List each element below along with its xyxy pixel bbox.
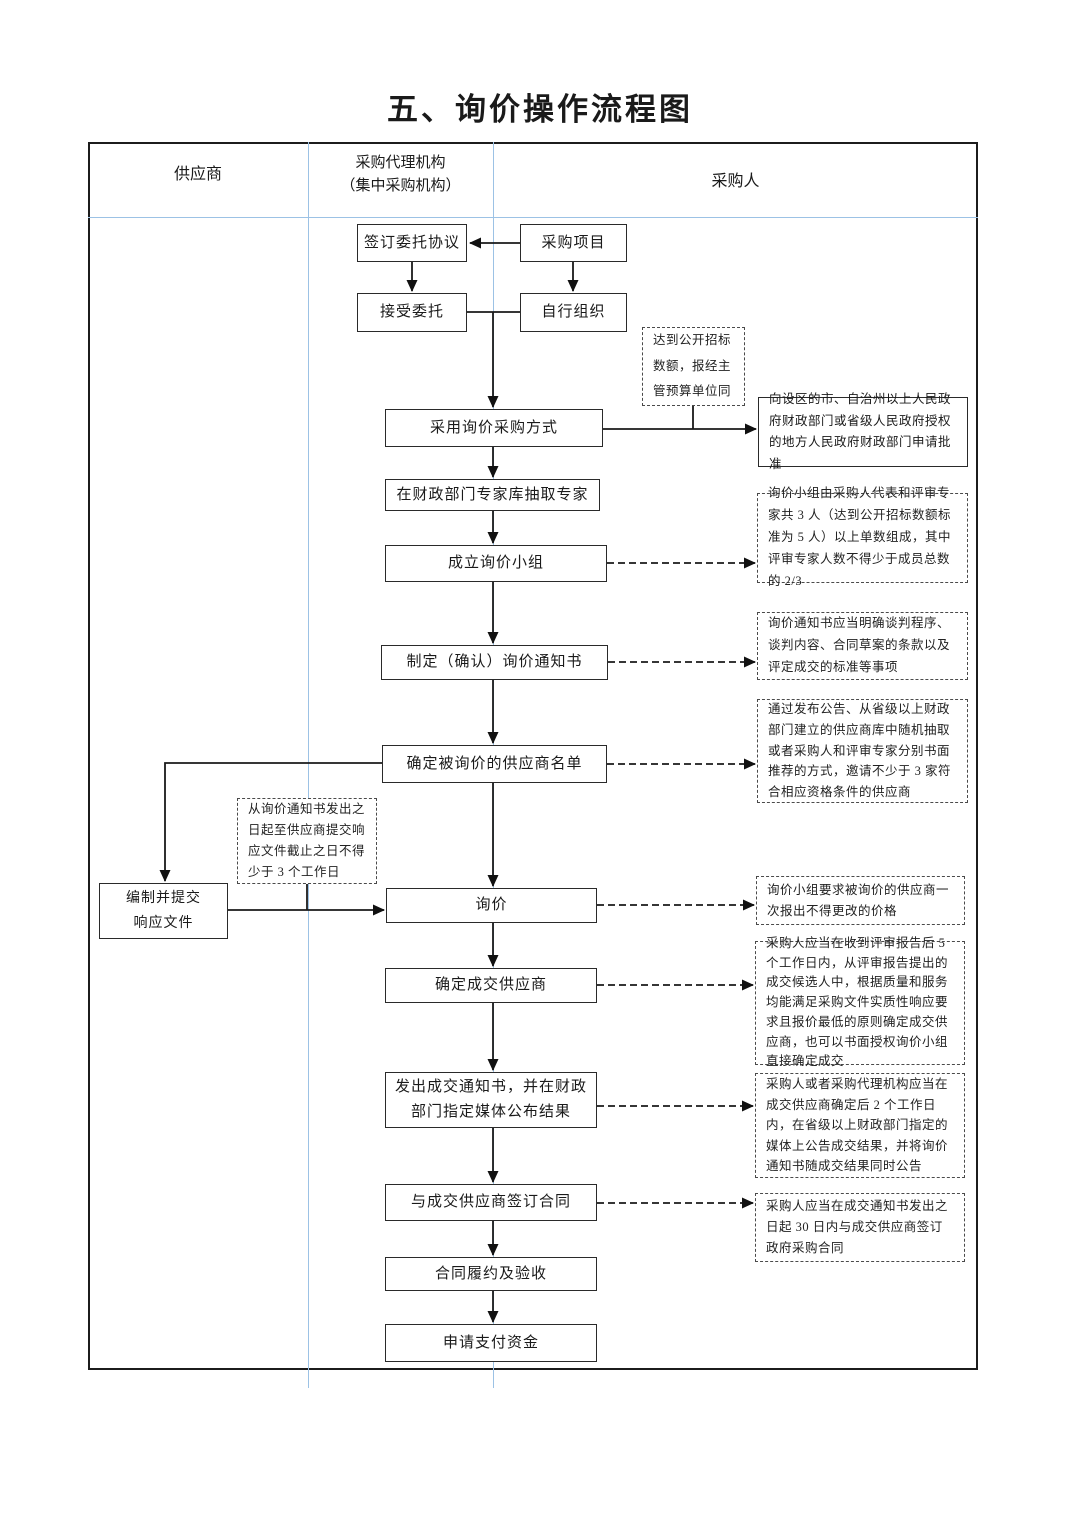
- annotation-group-composition: 询价小组由采购人代表和评审专家共 3 人（达到公开招标数额标准为 5 人）以上单…: [757, 486, 968, 588]
- lane-label-agency: 采购代理机构 （集中采购机构）: [308, 152, 493, 199]
- flow-step-sign-agreement: 签订委托协议: [357, 224, 467, 262]
- flow-step-procurement-project: 采购项目: [520, 224, 627, 262]
- annotation-announce-result: 采购人或者采购代理机构应当在成交供应商确定后 2 个工作日内，在省级以上财政部门…: [755, 1073, 965, 1178]
- lane-header-divider: [88, 217, 978, 218]
- flow-step-determine-supplier-list: 确定被询价的供应商名单: [382, 745, 607, 783]
- flow-step-accept-entrustment: 接受委托: [357, 293, 467, 332]
- flow-step-determine-winner: 确定成交供应商: [385, 968, 597, 1003]
- flow-step-make-inquiry-notice: 制定（确认）询价通知书: [381, 645, 608, 680]
- lane-label-agency-line1: 采购代理机构: [355, 155, 446, 171]
- flow-step-adopt-inquiry-method: 采用询价采购方式: [385, 409, 603, 447]
- flow-step-sign-contract: 与成交供应商签订合同: [385, 1184, 597, 1221]
- annotation-winner-determination: 采购人应当在收到评审报告后 5 个工作日内，从评审报告提出的成交候选人中，根据质…: [755, 936, 965, 1068]
- flow-step-prepare-response: 编制并提交 响应文件: [99, 883, 228, 939]
- flow-step-self-organize: 自行组织: [520, 293, 627, 332]
- lane-label-agency-line2: （集中采购机构）: [340, 178, 461, 195]
- flow-step-issue-award-notice: 发出成交通知书，并在财政部门指定媒体公布结果: [385, 1072, 597, 1128]
- annotation-contract-deadline: 采购人应当在成交通知书发出之日起 30 日内与成交供应商签订政府采购合同: [755, 1193, 965, 1262]
- prepare-response-line1: 编制并提交: [126, 890, 201, 906]
- annotation-one-quote: 询价小组要求被询价的供应商一次报出不得更改的价格: [756, 876, 965, 925]
- prepare-response-line2: 响应文件: [133, 916, 194, 931]
- flow-step-extract-experts: 在财政部门专家库抽取专家: [385, 479, 600, 511]
- annotation-response-deadline: 从询价通知书发出之日起至供应商提交响应文件截止之日不得少于 3 个工作日: [237, 798, 377, 884]
- annotation-open-tender-threshold: 达到公开招标数额，报经主管预算单位同: [642, 327, 745, 406]
- lane-label-purchaser: 采购人: [711, 173, 760, 190]
- flow-step-form-inquiry-group: 成立询价小组: [385, 545, 607, 582]
- annotation-supplier-selection: 通过发布公告、从省级以上财政部门建立的供应商库中随机抽取或者采购人和评审专家分别…: [757, 699, 968, 803]
- flow-step-apply-payment: 申请支付资金: [385, 1324, 597, 1362]
- flow-step-contract-performance: 合同履约及验收: [385, 1257, 597, 1291]
- flow-step-inquiry: 询价: [386, 888, 597, 923]
- flow-step-apply-approval: 向设区的市、自治州以上人民政府财政部门或省级人民政府授权的地方人民政府财政部门申…: [758, 392, 968, 471]
- annotation-notice-content: 询价通知书应当明确谈判程序、谈判内容、合同草案的条款以及评定成交的标准等事项: [757, 612, 968, 680]
- lane-divider-left: [308, 142, 309, 1388]
- lane-label-supplier: 供应商: [173, 166, 222, 183]
- page-title: 五、询价操作流程图: [387, 92, 693, 127]
